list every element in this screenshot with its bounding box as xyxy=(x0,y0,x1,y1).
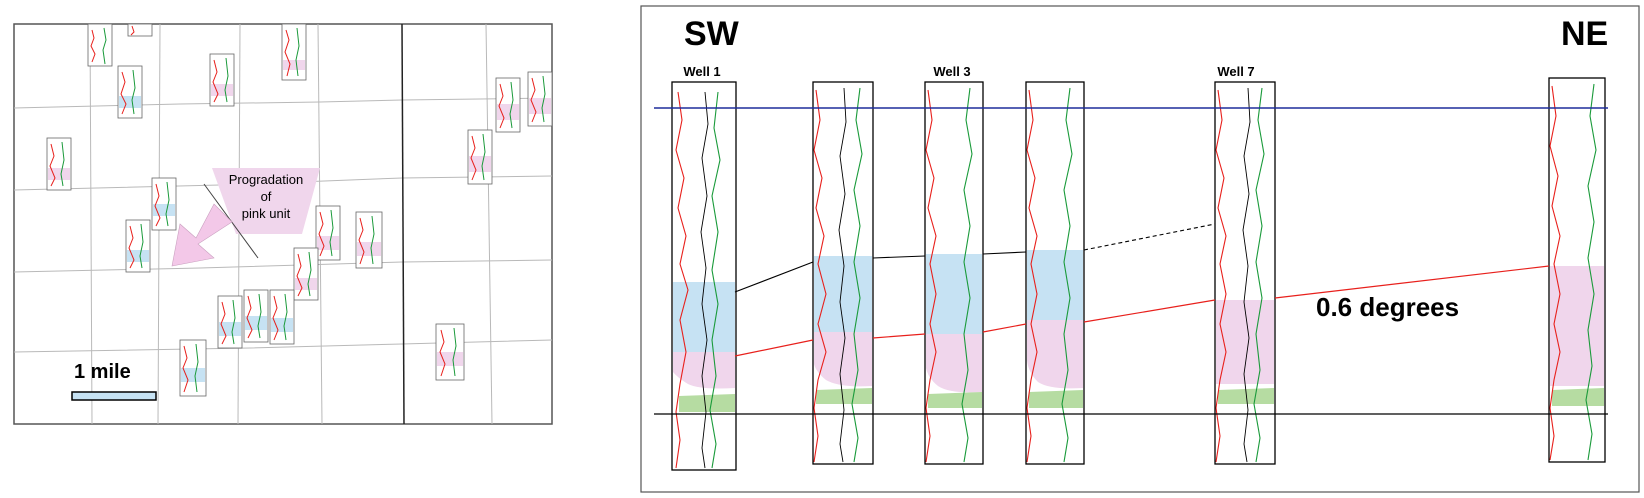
well-log xyxy=(1025,81,1085,465)
progradation-label-line-3: pink unit xyxy=(242,206,291,221)
correlation-line-pink-top xyxy=(1083,299,1216,323)
well-thumbnail xyxy=(179,339,207,397)
well-label-7: Well 7 xyxy=(1217,64,1254,79)
scale-label: 1 mile xyxy=(74,361,131,383)
correlation-line-blue-top xyxy=(872,255,926,259)
progradation-arrow xyxy=(171,203,233,267)
well-thumbnail xyxy=(87,23,113,67)
well-thumbnail xyxy=(293,247,319,301)
well-thumbnail xyxy=(117,65,143,119)
well-thumbnail xyxy=(127,23,153,37)
well-log xyxy=(1214,81,1276,465)
section-boundary xyxy=(401,23,405,425)
well-thumbnail xyxy=(217,295,243,349)
correlation-line-blue-top-dashed xyxy=(1083,223,1216,251)
cross-section-frame xyxy=(640,5,1640,493)
direction-sw: SW xyxy=(684,15,740,53)
correlation-line-pink-top xyxy=(734,339,814,357)
well-thumbnail xyxy=(467,129,493,185)
well-thumbnail xyxy=(355,211,383,269)
progradation-label-line-2: of xyxy=(261,189,272,204)
well-thumbnail xyxy=(495,77,521,133)
correlation-line-blue-top xyxy=(982,251,1027,255)
well-thumbnail xyxy=(269,289,295,345)
well-thumbnail xyxy=(125,219,151,273)
well-thumbnail xyxy=(281,23,307,81)
well-thumbnail xyxy=(315,205,341,261)
well-thumbnail xyxy=(243,289,269,343)
progradation-label-line-1: Progradation xyxy=(229,172,303,187)
well-log xyxy=(924,81,984,465)
well-thumbnails xyxy=(46,23,553,397)
direction-ne: NE xyxy=(1561,15,1608,53)
well-thumbnail xyxy=(46,137,72,191)
well-thumbnail xyxy=(151,177,177,231)
well-log xyxy=(1548,77,1606,463)
base-map: Progradation of pink unit 1 mile xyxy=(13,23,553,425)
well-label-1: Well 1 xyxy=(683,64,720,79)
correlation-line-pink-top xyxy=(982,323,1027,333)
well-log xyxy=(671,81,737,471)
well-thumbnail xyxy=(209,53,235,107)
dip-angle-label: 0.6 degrees xyxy=(1316,292,1459,322)
well-thumbnail xyxy=(435,323,465,381)
correlation-line-pink-top xyxy=(1274,265,1550,299)
well-label-3: Well 3 xyxy=(933,64,970,79)
well-thumbnail xyxy=(527,71,553,127)
well-log xyxy=(812,81,874,465)
correlation-line-blue-top xyxy=(734,261,814,293)
cross-section: SW NE Well 1 Well 3 Well 7 xyxy=(640,5,1640,493)
correlation-line-pink-top xyxy=(872,333,926,339)
scale-bar xyxy=(71,391,157,401)
progradation-label-box xyxy=(212,168,320,234)
